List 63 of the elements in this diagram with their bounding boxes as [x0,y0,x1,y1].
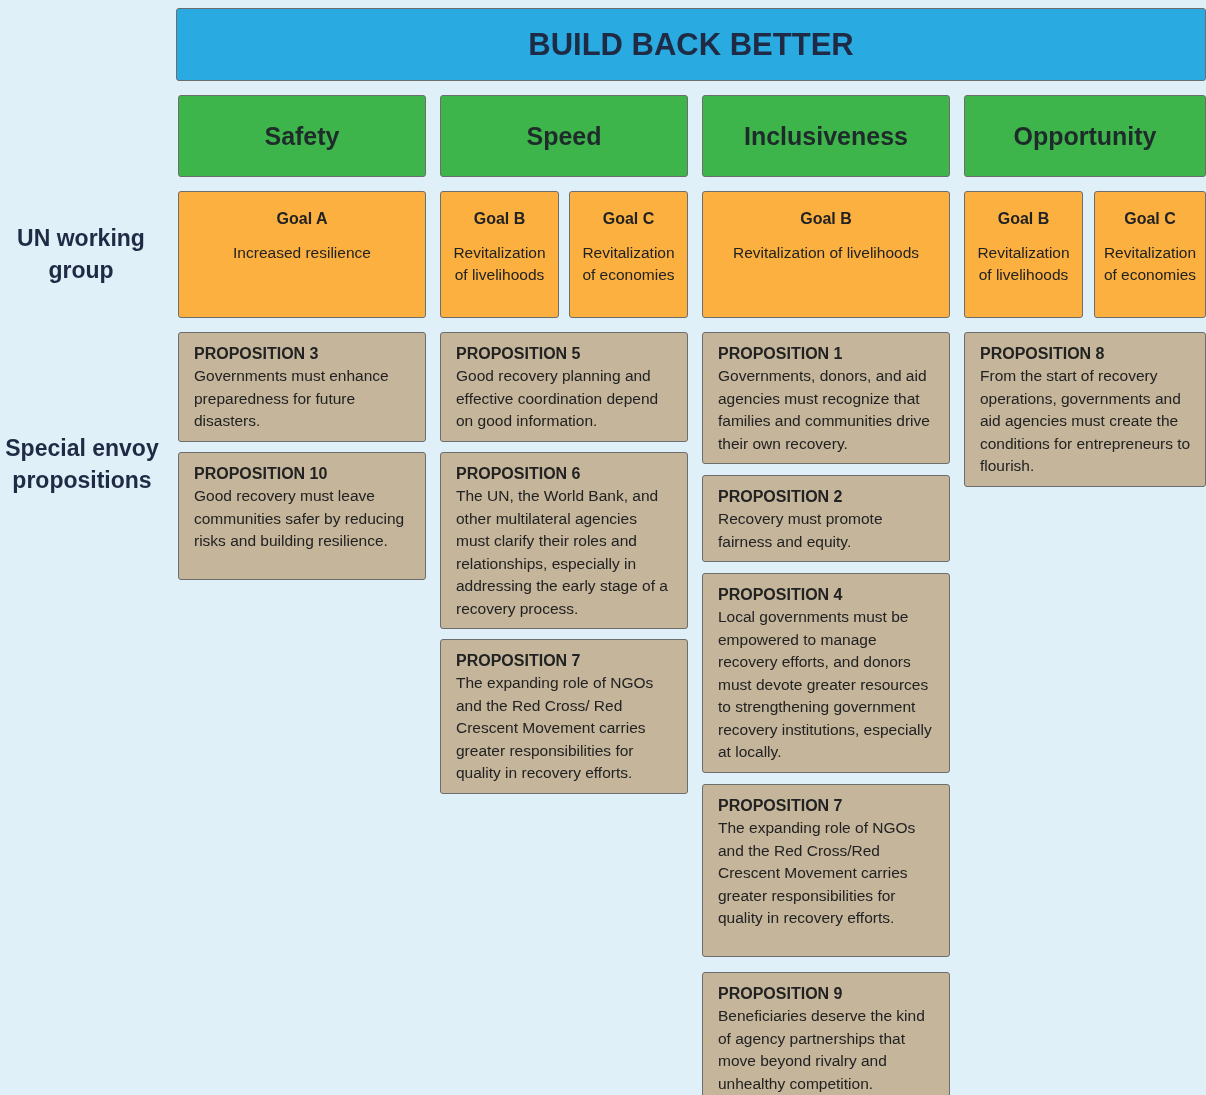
proposition-text: From the start of recovery operations, governments and aid agencies must create the conditions for entrepreneurs to flourish. [980,366,1191,476]
proposition-heading: PROPOSITION 4 [718,585,844,605]
goal-description: Revitalization of livelihoods [976,243,1071,285]
proposition-card [440,639,688,794]
proposition-card [702,475,950,562]
goal-box [569,191,688,318]
proposition-card [440,332,688,442]
goal-description: Revitalization of economies [1102,243,1198,285]
proposition-text: Local governments must be empowered to manage recovery efforts, and donors must devote greater resources to strengthening government recovery institutions, especially at locally. [718,607,933,762]
proposition-text: Beneficiaries deserve the kind of agency partnerships that move beyond rivalry and unhealthy competition. [718,1006,926,1094]
proposition-text: Good recovery must leave communities safer by reducing risks and building resilience. [194,486,406,551]
category-box [702,95,950,177]
goal-box [440,191,559,318]
proposition-heading: PROPOSITION 9 [718,984,844,1004]
proposition-card [702,332,950,464]
goal-label: Goal B [996,210,1051,228]
proposition-text: Governments must enhance preparedness for future disasters. [194,366,390,431]
goal-box [964,191,1083,318]
goal-label: Goal A [275,210,329,228]
category-label: Speed [526,121,602,151]
goal-description: Increased resilience [232,243,372,263]
proposition-text: Governments, donors, and aid agencies must recognize that families and communities drive their own recovery. [718,366,931,454]
proposition-card [702,573,950,773]
banner-title: BUILD BACK BETTER [528,26,854,63]
proposition-heading: PROPOSITION 8 [980,344,1106,364]
goal-box [702,191,950,318]
proposition-heading: PROPOSITION 5 [456,344,582,364]
category-label: Opportunity [1013,121,1157,151]
proposition-heading: PROPOSITION 2 [718,487,844,507]
proposition-text: The expanding role of NGOs and the Red Cross/ Red Crescent Movement carries greater responsibilities for quality in recovery efforts. [456,673,655,783]
proposition-heading: PROPOSITION 3 [194,344,320,364]
goal-description: Revitalization of livelihoods [731,243,921,263]
proposition-text: The expanding role of NGOs and the Red Cross/Red Crescent Movement carries greater responsibilities for quality in recovery efforts. [718,818,917,928]
proposition-card [964,332,1206,487]
goal-label: Goal C [1123,210,1177,228]
proposition-heading: PROPOSITION 7 [718,796,844,816]
category-label: Safety [264,121,340,151]
goal-box [1094,191,1206,318]
proposition-heading: PROPOSITION 6 [456,464,582,484]
category-label: Inclusiveness [744,121,908,151]
proposition-text: Recovery must promote fairness and equity. [718,509,884,552]
goal-label: Goal B [799,210,853,228]
row-label: Special envoy propositions [4,434,160,495]
proposition-text: The UN, the World Bank, and other multilateral agencies must clarify their roles and relationships, especially in addressing the early stage of a recovery process. [456,486,669,619]
goal-box [178,191,426,318]
proposition-text: Good recovery planning and effective coordination depend on good information. [456,366,660,431]
category-box [178,95,426,177]
proposition-heading: PROPOSITION 7 [456,651,582,671]
proposition-card [440,452,688,629]
proposition-card [702,784,950,957]
row-label: UN working group [16,224,146,285]
goal-description: Revitalization of livelihoods [452,243,547,285]
goal-description: Revitalization of economies [581,243,676,285]
goal-label: Goal B [472,210,527,228]
proposition-card [178,332,426,442]
proposition-heading: PROPOSITION 1 [718,344,844,364]
proposition-heading: PROPOSITION 10 [194,464,329,484]
proposition-card [178,452,426,580]
goal-label: Goal C [601,210,656,228]
proposition-card [702,972,950,1095]
banner-band [176,8,1206,81]
category-box [964,95,1206,177]
category-box [440,95,688,177]
